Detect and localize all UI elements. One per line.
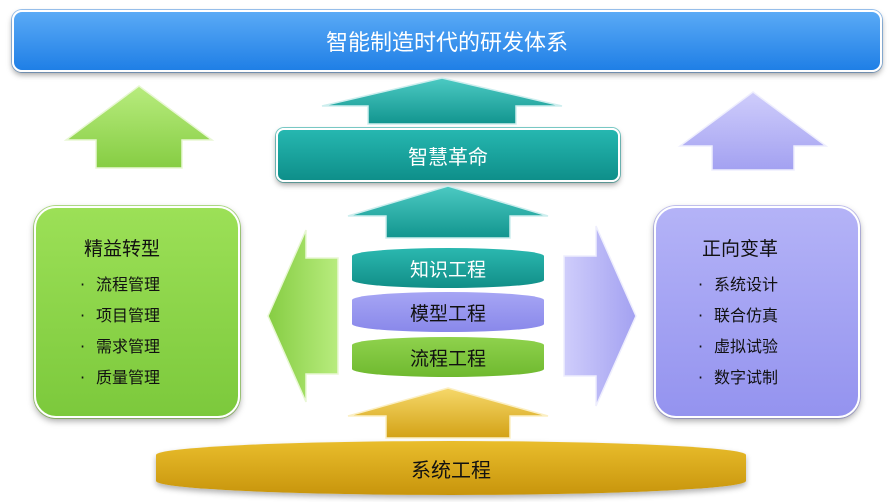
right-box: 正向变革 ·系统设计 ·联合仿真 ·虚拟试验 ·数字试制 xyxy=(654,206,860,418)
left-arrow-green-icon xyxy=(267,229,339,403)
list-item: ·联合仿真 xyxy=(698,306,779,325)
up-arrow-teal-icon xyxy=(321,77,563,125)
right-arrow-purple-icon xyxy=(563,225,637,407)
middle-bar-label: 智慧革命 xyxy=(408,144,488,169)
up-arrow-purple-icon xyxy=(677,91,829,171)
left-box-list: ·流程管理 ·项目管理 ·需求管理 ·质量管理 xyxy=(80,269,238,393)
stack-layer-process: 流程工程 xyxy=(352,337,544,377)
stack-layer-knowledge-label: 知识工程 xyxy=(409,258,486,281)
left-box-title: 精益转型 xyxy=(84,238,161,260)
up-arrow-green-icon xyxy=(63,85,215,169)
base-system-engineering: 系统工程 xyxy=(156,441,746,495)
list-item: ·虚拟试验 xyxy=(698,337,779,356)
list-item: ·需求管理 xyxy=(80,337,161,356)
list-item: ·系统设计 xyxy=(698,275,779,294)
base-label: 系统工程 xyxy=(411,457,491,482)
list-item: ·项目管理 xyxy=(80,306,161,325)
right-box-list: ·系统设计 ·联合仿真 ·虚拟试验 ·数字试制 xyxy=(698,269,858,393)
stack-layer-process-label: 流程工程 xyxy=(409,347,486,370)
right-box-title: 正向变革 xyxy=(702,238,779,260)
list-item: ·质量管理 xyxy=(80,368,161,387)
stack-layer-model-label: 模型工程 xyxy=(409,302,486,325)
stack-layer-knowledge: 知识工程 xyxy=(352,248,544,288)
list-item: ·数字试制 xyxy=(698,368,779,387)
stack-layer-model: 模型工程 xyxy=(352,292,544,332)
middle-bar: 智慧革命 xyxy=(276,128,620,182)
top-banner: 智能制造时代的研发体系 xyxy=(12,10,882,72)
up-arrow-gold-icon xyxy=(347,387,549,439)
left-box: 精益转型 ·流程管理 ·项目管理 ·需求管理 ·质量管理 xyxy=(34,206,240,418)
top-banner-label: 智能制造时代的研发体系 xyxy=(325,31,568,56)
up-arrow-teal-stack-icon xyxy=(347,185,549,239)
list-item: ·流程管理 xyxy=(80,275,161,294)
